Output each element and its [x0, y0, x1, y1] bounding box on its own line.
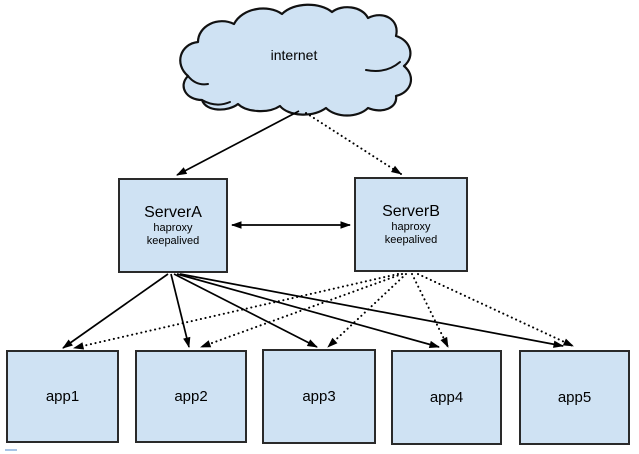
edge-serverA-app3	[173, 273, 318, 348]
app2-label: app2	[174, 388, 208, 405]
edge-internet-serverB	[305, 112, 402, 175]
cloud-curl-right	[365, 61, 401, 72]
app1-label: app1	[45, 388, 80, 405]
edge-serverA-app4	[176, 273, 440, 349]
serverA-title: ServerA	[144, 204, 202, 221]
serverB-title: ServerB	[382, 203, 440, 220]
edge-internet-serverA	[176, 110, 300, 176]
app5-label: app5	[557, 389, 592, 406]
node-app3: app3	[262, 349, 376, 444]
node-app1: app1	[6, 350, 119, 443]
app4-label: app4	[429, 389, 464, 406]
serverB-service-haproxy: haproxy	[391, 221, 431, 233]
serverA-service-haproxy: haproxy	[153, 222, 193, 234]
edge-serverA-app5	[179, 273, 564, 348]
edge-serverB-app5	[417, 273, 574, 347]
internet-label: internet	[270, 47, 318, 63]
edge-serverA-app2	[170, 273, 191, 348]
serverB-service-keepalived: keepalived	[384, 234, 438, 246]
edge-serverA-app1	[62, 273, 169, 349]
internet-cloud-shape	[179, 3, 413, 117]
node-app4: app4	[391, 350, 502, 445]
edge-serverB-app3	[327, 273, 407, 348]
edge-serverB-app2	[200, 273, 403, 348]
cloud-curl-bottom-left	[201, 99, 231, 106]
node-app5: app5	[519, 350, 630, 445]
node-serverB: ServerB haproxy keepalived	[354, 177, 468, 272]
node-app2: app2	[135, 350, 247, 443]
edge-serverB-app4	[411, 273, 449, 348]
stray-mark	[5, 449, 17, 451]
node-serverA: ServerA haproxy keepalived	[118, 178, 228, 273]
app3-label: app3	[302, 388, 336, 405]
edge-serverB-app1	[73, 273, 399, 350]
cloud-curl-left	[187, 75, 209, 86]
serverA-service-keepalived: keepalived	[146, 235, 200, 247]
